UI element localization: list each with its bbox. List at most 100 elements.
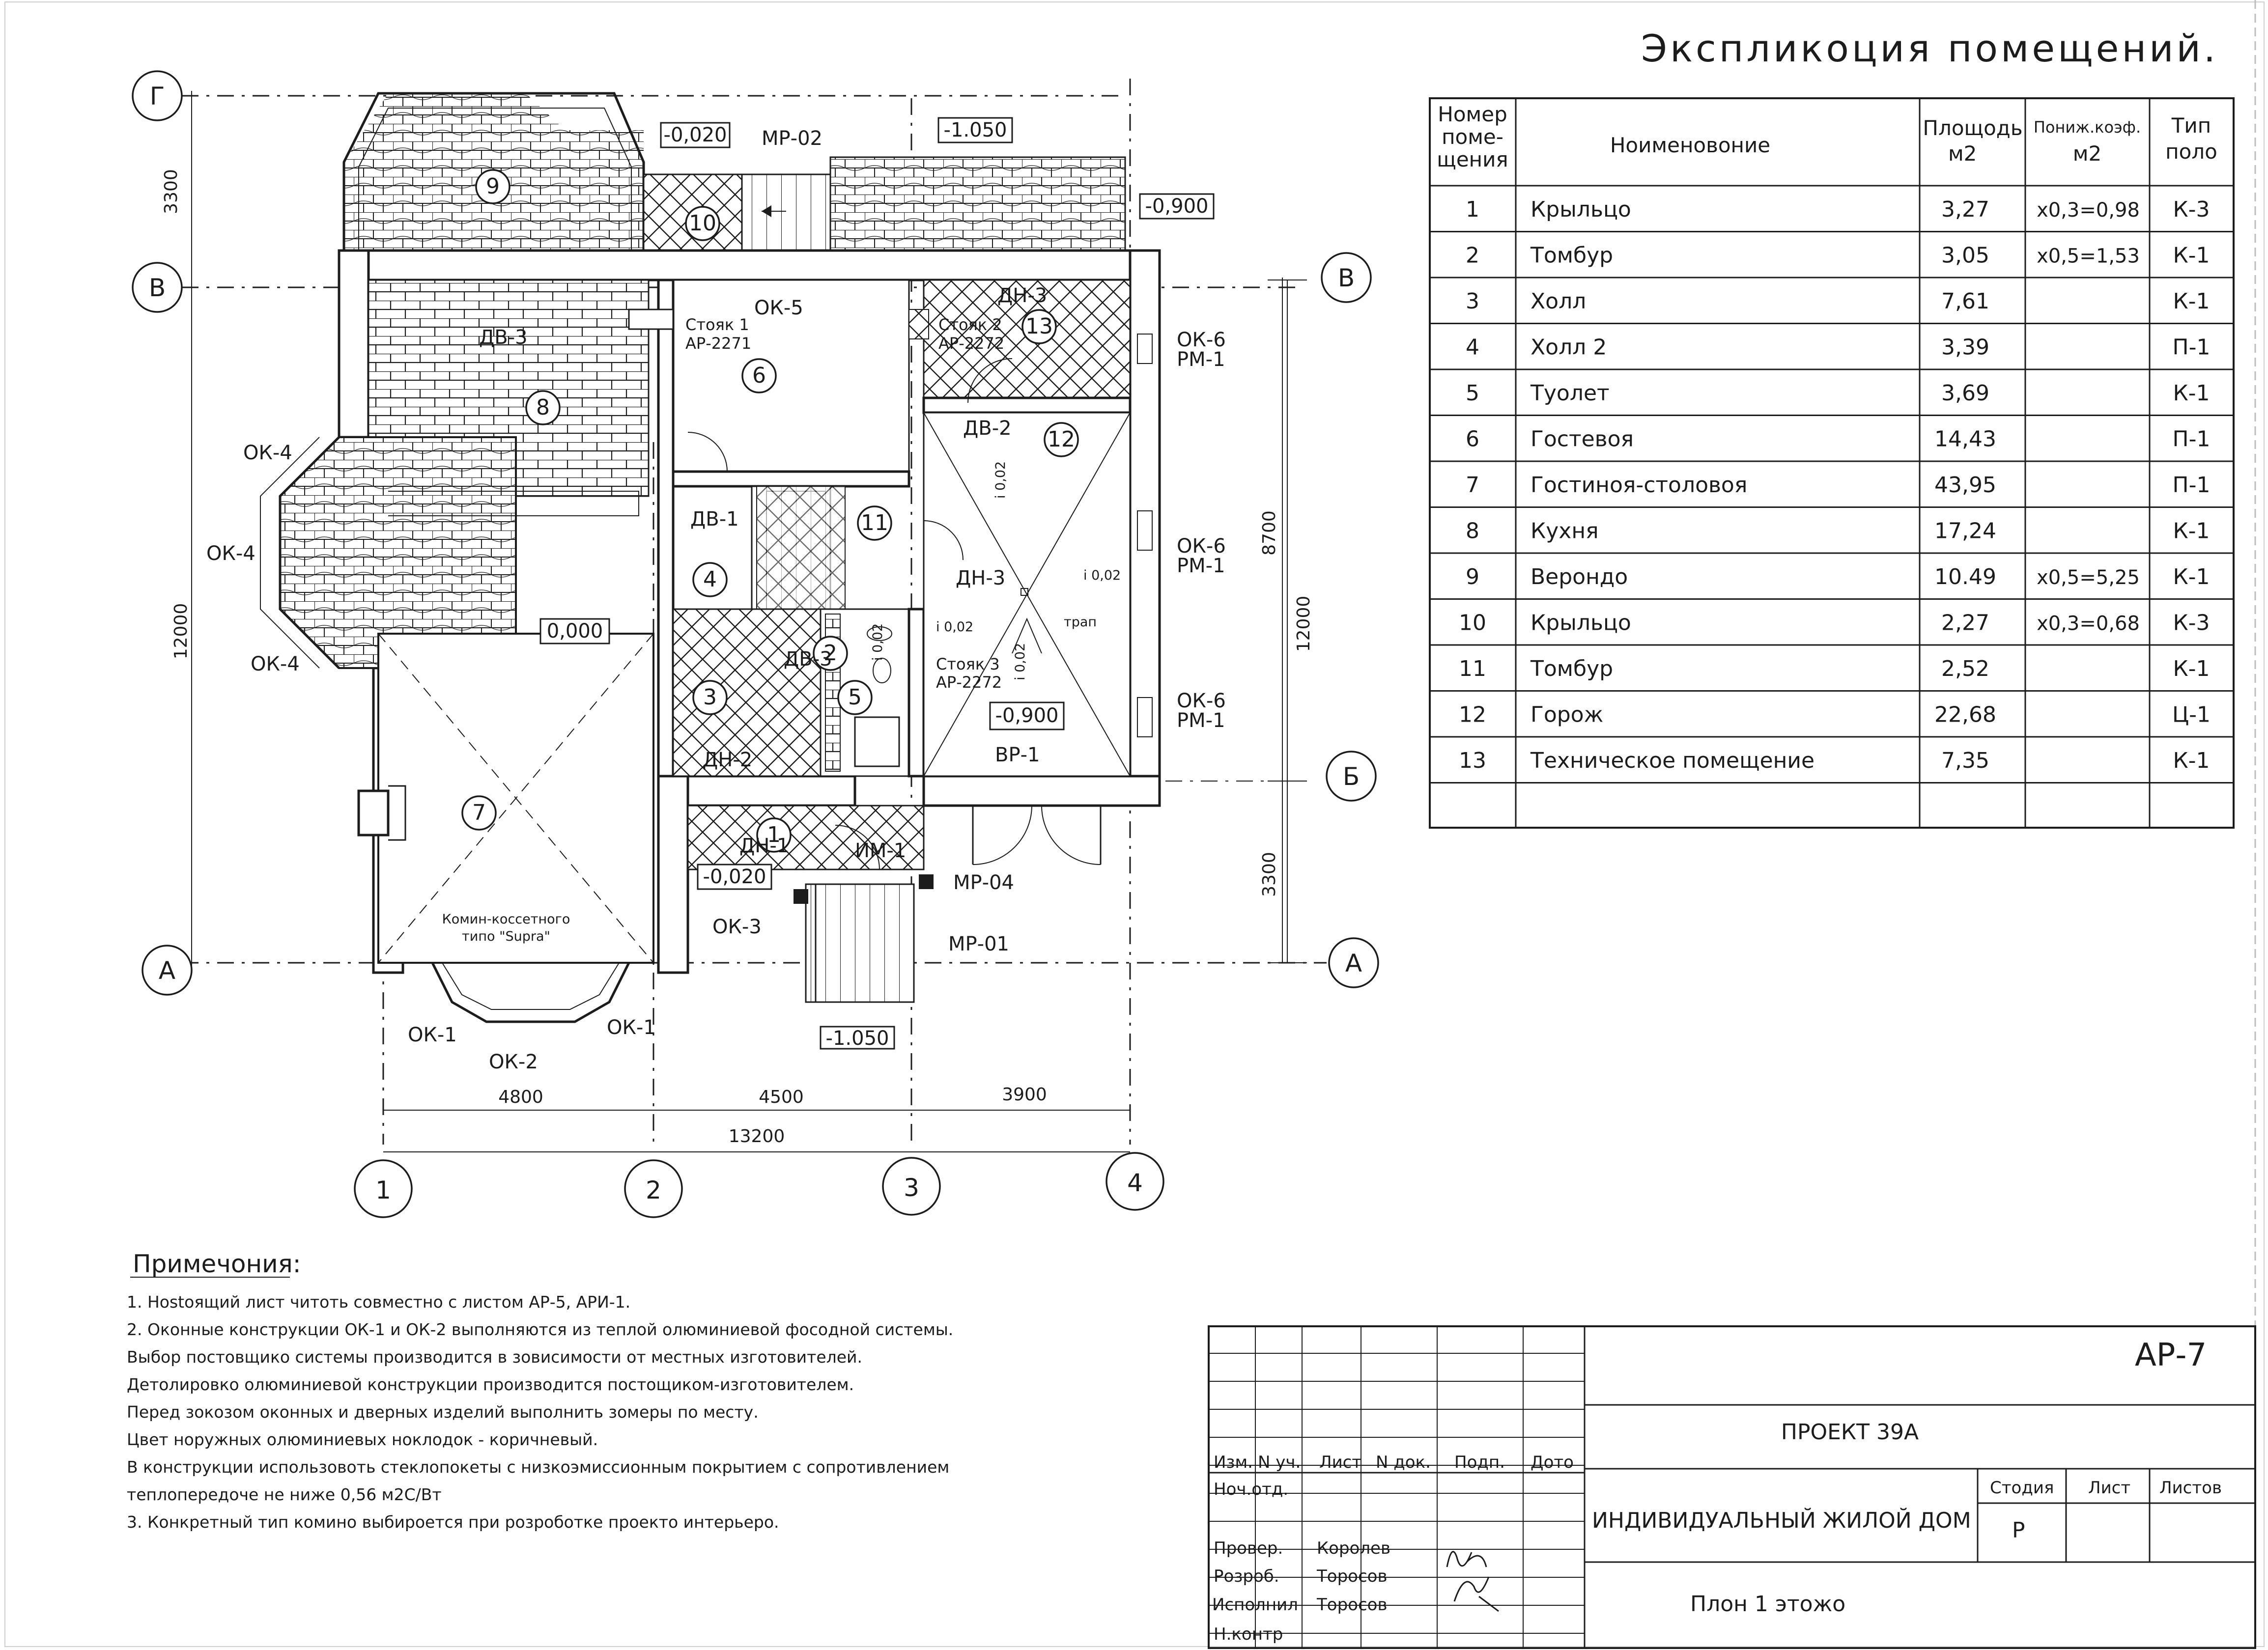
cell-name: Гостиноя-столовоя bbox=[1531, 473, 1747, 498]
cell-number: 8 bbox=[1466, 519, 1479, 544]
level-1050-top: -1.050 bbox=[944, 119, 1007, 141]
col-izm: Изм. bbox=[1214, 1453, 1253, 1472]
cell-floor: П-1 bbox=[2173, 335, 2211, 360]
lists-header: Листов bbox=[2159, 1478, 2222, 1498]
room-bubble: 7 bbox=[461, 795, 497, 831]
person-prov: Королев bbox=[1317, 1538, 1390, 1558]
level-0900-top-box bbox=[1139, 193, 1215, 220]
cell-floor: К-3 bbox=[2173, 197, 2210, 222]
person-ispoln: Торосов bbox=[1316, 1595, 1388, 1615]
level-porch-box bbox=[697, 864, 772, 890]
mark-dn2: ДН-2 bbox=[703, 749, 752, 771]
table-row-lines bbox=[1430, 231, 2234, 783]
mark-dn3b: ДН-3 bbox=[956, 567, 1005, 589]
cell-number: 12 bbox=[1459, 702, 1486, 727]
cell-name: Тoмбур bbox=[1530, 243, 1613, 268]
mark-slope-2: i 0,02 bbox=[1083, 568, 1121, 583]
building-name: ИНДИВИДУАЛЬНЫЙ ЖИЛОЙ ДОМ bbox=[1592, 1507, 1971, 1533]
dim-bottom-4800: 4800 bbox=[498, 1087, 543, 1107]
room-number: 6 bbox=[752, 363, 766, 388]
mark-trap: трап bbox=[1064, 615, 1097, 630]
fireplace-label-1: Комин-кoссетного bbox=[442, 912, 570, 927]
dim-left-12000: 12000 bbox=[171, 603, 191, 660]
room-bubble: 12 bbox=[1044, 422, 1079, 457]
cell-number: 7 bbox=[1466, 473, 1479, 498]
cell-area: 3,39 bbox=[1941, 335, 1989, 360]
cell-name: Гостевоя bbox=[1531, 427, 1634, 452]
header-number-2: поме- bbox=[1442, 125, 1503, 149]
room-number: 8 bbox=[536, 395, 550, 420]
person-razr: Торосов bbox=[1316, 1566, 1388, 1586]
cell-floor: Ц-1 bbox=[2172, 702, 2211, 727]
steps-top bbox=[741, 173, 831, 256]
note-line: 1. Нostoящий лист читоть совместно с лис… bbox=[127, 1292, 630, 1312]
mark-dv3a: ДВ-3 bbox=[479, 326, 528, 349]
axis-bubble-1 bbox=[354, 1159, 413, 1218]
room-number: 3 bbox=[703, 685, 717, 710]
mark-ok3: ОК-3 bbox=[712, 916, 762, 938]
mark-vr1: ВР-1 bbox=[995, 744, 1040, 766]
cell-floor: К-1 bbox=[2173, 564, 2210, 589]
cell-name: Крыльцо bbox=[1531, 611, 1631, 636]
mark-ok4b: ОК-4 bbox=[206, 542, 255, 565]
south-wall-east bbox=[922, 775, 1161, 807]
cell-name: Туолет bbox=[1530, 381, 1610, 406]
riser-2-name: Стояк 2 bbox=[938, 315, 1002, 334]
notes-lines: 1. Нostoящий лист читоть совместно с лис… bbox=[127, 1292, 953, 1532]
note-line: Детолировко олюминиевой конструкции прои… bbox=[127, 1375, 854, 1394]
header-area-1: Площодь bbox=[1923, 116, 2022, 140]
cell-reduced: х0,5=1,53 bbox=[2037, 245, 2140, 268]
cell-floor: К-1 bbox=[2173, 381, 2210, 406]
room-number: 2 bbox=[823, 641, 837, 666]
header-name: Нoименовоние bbox=[1610, 133, 1770, 157]
dim-right-12000: 12000 bbox=[1294, 596, 1314, 652]
mark-ok6a: ОК-6 bbox=[1177, 329, 1226, 351]
axis-bubble-v-right bbox=[1321, 252, 1372, 303]
room-number: 9 bbox=[486, 174, 500, 199]
level-0900-top: -0,900 bbox=[1145, 195, 1209, 218]
mark-ok2: ОК-2 bbox=[489, 1051, 538, 1073]
cell-number: 1 bbox=[1466, 197, 1479, 222]
dim-right-3300: 3300 bbox=[1259, 852, 1279, 897]
axis-bubble-4 bbox=[1106, 1152, 1164, 1211]
cell-floor: К-1 bbox=[2173, 519, 2210, 544]
role-nkontr: Н.контр bbox=[1214, 1624, 1283, 1644]
axis-label-1: 1 bbox=[375, 1176, 391, 1204]
mark-im1: ИМ-1 bbox=[855, 839, 906, 862]
riser-3-name: Стояк 3 bbox=[936, 655, 1000, 673]
cell-area: 22,68 bbox=[1934, 702, 1996, 727]
role-nach: Нoч.отд. bbox=[1214, 1480, 1288, 1499]
signature-marks bbox=[1446, 1551, 1499, 1612]
cell-number: 13 bbox=[1459, 748, 1486, 773]
room-number: 13 bbox=[1025, 314, 1053, 339]
west-wall-upper bbox=[338, 249, 370, 439]
col-data: Дото bbox=[1531, 1453, 1574, 1472]
mark-mr04: МР-04 bbox=[953, 871, 1014, 894]
header-floor-1: Тип bbox=[2171, 113, 2211, 138]
mark-mr01: МР-01 bbox=[948, 933, 1009, 955]
dim-bottom-13200: 13200 bbox=[729, 1126, 785, 1147]
room-bubble: 9 bbox=[475, 169, 510, 204]
mark-ok4a: ОК-4 bbox=[243, 442, 292, 464]
cell-area: 3,69 bbox=[1941, 381, 1989, 406]
note-line: Выбор постовщико системы производится в … bbox=[127, 1347, 862, 1367]
living-bay-outline bbox=[431, 962, 630, 1023]
level-0900-garage: -0,900 bbox=[995, 704, 1059, 727]
level-0020-porch: -0,020 bbox=[703, 866, 766, 888]
cell-area: 14,43 bbox=[1934, 427, 1996, 452]
room-bubble: 11 bbox=[857, 505, 892, 541]
room-bubble: 8 bbox=[525, 390, 561, 425]
axis-label-3: 3 bbox=[904, 1174, 919, 1202]
cell-number: 5 bbox=[1466, 381, 1479, 406]
axis-bubble-2 bbox=[624, 1159, 683, 1218]
riser-1-name: Стояк 1 bbox=[685, 315, 749, 334]
